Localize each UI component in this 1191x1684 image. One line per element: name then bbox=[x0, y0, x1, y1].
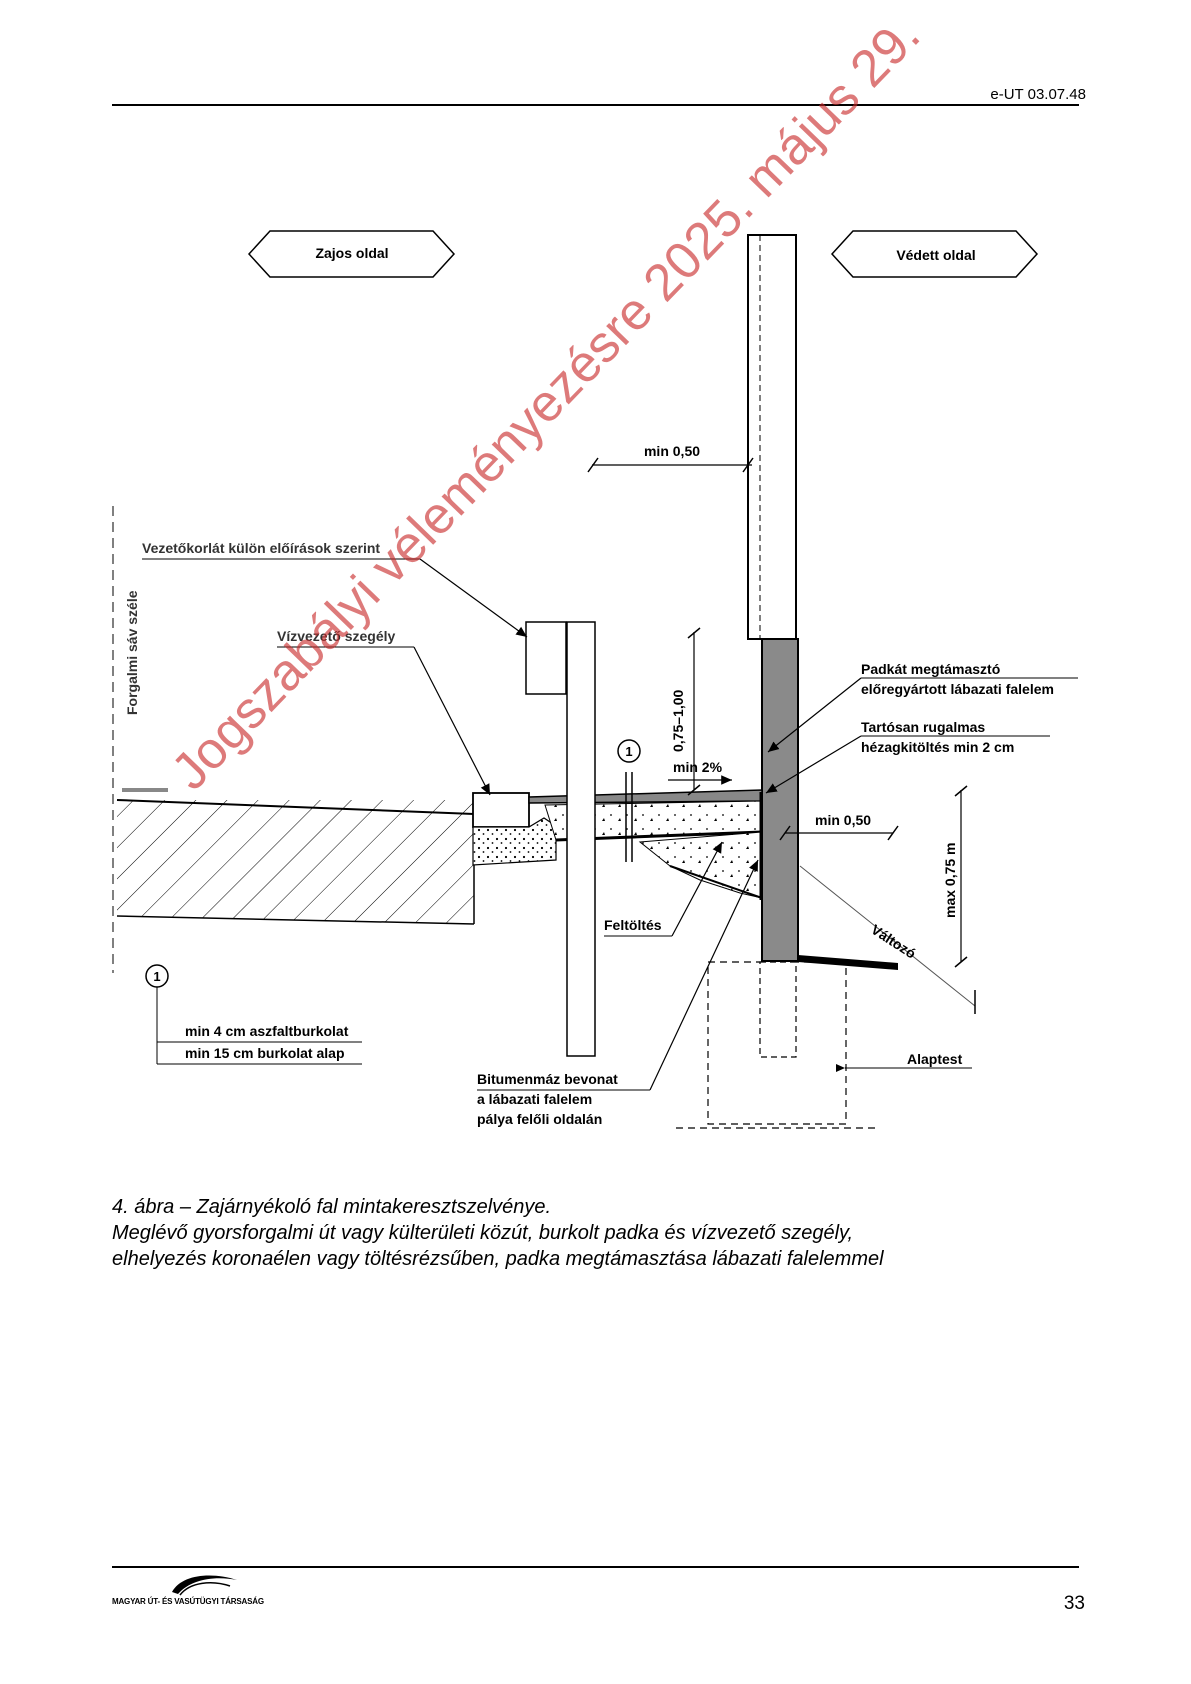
society-logo-icon bbox=[172, 1575, 237, 1596]
bitumen-label-1: Bitumenmáz bevonat bbox=[477, 1071, 618, 1087]
road-body bbox=[117, 800, 474, 924]
dim-min-050-mid: min 0,50 bbox=[815, 812, 871, 828]
guardrail-note: Vezetőkorlát külön előírások szerint bbox=[142, 540, 380, 556]
marker-1-label: 1 bbox=[625, 744, 632, 759]
layer-base: min 15 cm burkolat alap bbox=[185, 1045, 345, 1061]
caption-line-1: 4. ábra – Zajárnyékoló fal mintakereszts… bbox=[112, 1196, 552, 1218]
asphalt-layer bbox=[528, 789, 763, 804]
plinth-wall-element bbox=[761, 638, 799, 962]
guardrail-post bbox=[566, 621, 596, 1057]
wall-panel bbox=[747, 234, 797, 640]
foundation-outline bbox=[707, 961, 847, 1125]
dim-min-050-top: min 0,50 bbox=[644, 443, 700, 459]
shoulder-support-label-1: Padkát megtámasztó bbox=[861, 661, 1000, 677]
header-rule bbox=[112, 104, 1079, 106]
joint-fill-label-2: hézagkitöltés min 2 cm bbox=[861, 739, 1014, 755]
fill-label: Feltöltés bbox=[604, 917, 662, 933]
shoulder-support-label-2: előregyártott lábazati falelem bbox=[861, 681, 1054, 697]
caption-line-3: elhelyezés koronaélen vagy töltésrézsűbe… bbox=[112, 1248, 884, 1270]
layer-asphalt: min 4 cm aszfaltburkolat bbox=[185, 1023, 349, 1039]
side-tag-right: Védett oldal bbox=[830, 230, 1039, 278]
water-curb bbox=[472, 792, 530, 828]
water-curb-label: Vízvezető szegély bbox=[277, 628, 395, 644]
legend-marker-1-label: 1 bbox=[153, 969, 160, 984]
footer-rule bbox=[112, 1566, 1079, 1568]
bitumen-label-3: pálya felőli oldalán bbox=[477, 1111, 602, 1127]
variable-label: Változó bbox=[868, 921, 918, 962]
traffic-lane-edge-label: Forgalmi sáv széle bbox=[124, 590, 140, 715]
document-code: e-UT 03.07.48 bbox=[990, 86, 1086, 103]
caption-line-2: Meglévő gyorsforgalmi út vagy külterület… bbox=[112, 1222, 854, 1244]
bitumen-label-2: a lábazati falelem bbox=[477, 1091, 592, 1107]
side-left-label: Zajos oldal bbox=[315, 245, 388, 261]
side-tag-left: Zajos oldal bbox=[247, 230, 456, 278]
foundation-label: Alaptest bbox=[907, 1051, 963, 1067]
slope-min-2: min 2% bbox=[673, 759, 723, 775]
dim-075-100: 0,75–1,00 bbox=[670, 690, 686, 752]
side-right-label: Védett oldal bbox=[896, 247, 975, 263]
guardrail-beam bbox=[525, 621, 567, 695]
page-number: 33 bbox=[1063, 1593, 1085, 1614]
marker-1-circle bbox=[617, 739, 641, 763]
joint-fill-label-1: Tartósan rugalmas bbox=[861, 719, 985, 735]
society-logo-text: MAGYAR ÚT- ÉS VASÚTÜGYI TÁRSASÁG bbox=[112, 1597, 264, 1606]
figure-caption: 4. ábra – Zajárnyékoló fal mintakereszts… bbox=[112, 1194, 884, 1272]
dim-max-075: max 0,75 m bbox=[942, 843, 958, 919]
